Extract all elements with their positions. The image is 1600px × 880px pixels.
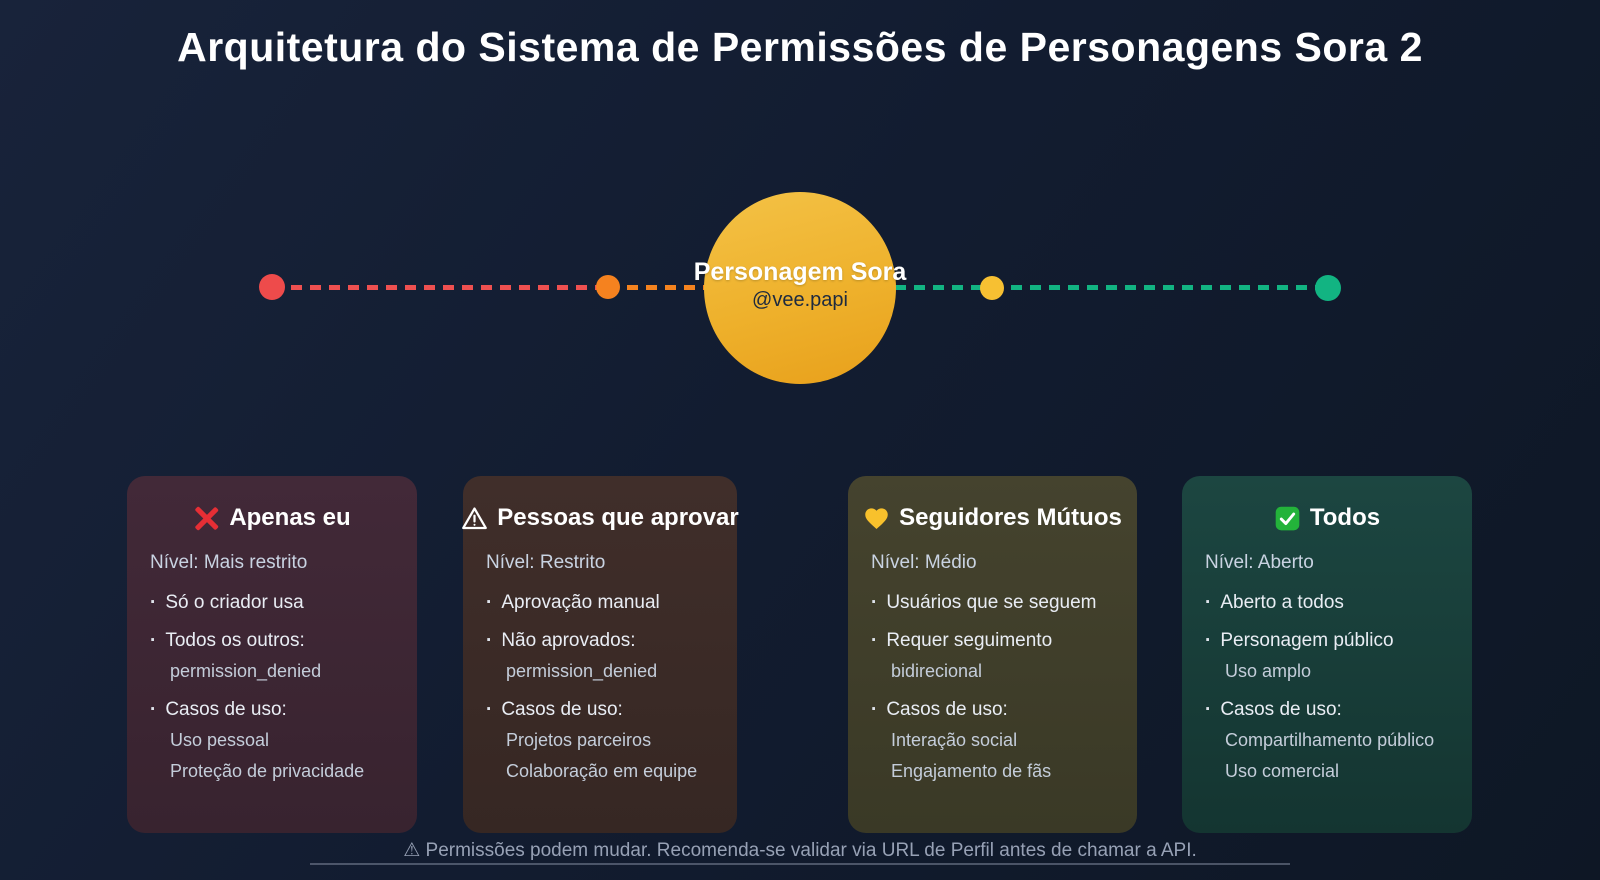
item-text: Não aprovados: [486, 625, 729, 656]
card-item: Casos de uso: Projetos parceirosColaboraç… [486, 694, 729, 787]
card-level: Nível: Médio [871, 552, 977, 573]
item-subtext: Uso comercial [1225, 761, 1340, 781]
card-level: Nível: Restrito [486, 552, 606, 573]
item-subtext: permission_denied [506, 661, 658, 681]
item-text: Casos de uso: [871, 694, 1129, 725]
card-title-text: Pessoas que aprovar [497, 504, 739, 531]
card-title: Pessoas que aprovar [462, 504, 739, 532]
central-character-node: Personagem Sora @vee.papi [694, 192, 906, 384]
card-item: Casos de uso: Interação socialEngajamento… [871, 694, 1129, 787]
item-subtext: Projetos parceiros [506, 730, 652, 750]
check-mark-icon [1274, 505, 1301, 532]
item-subtext: bidirecional [891, 661, 983, 681]
card-item: Só o criador usa [150, 587, 409, 618]
item-subtext: Proteção de privacidade [170, 761, 365, 781]
timeline-dot-pessoas-aprovadas [596, 275, 620, 299]
item-text: Casos de uso: [1205, 694, 1464, 725]
item-text: Casos de uso: [150, 694, 409, 725]
item-text: Usuários que se seguem [871, 587, 1129, 618]
card-item: Aberto a todos [1205, 587, 1464, 618]
timeline-segment-red [272, 285, 608, 290]
item-subtext: Uso pessoal [170, 730, 270, 750]
card-item: Não aprovados: permission_denied [486, 625, 729, 687]
item-text: Só o criador usa [150, 587, 409, 618]
card-item: Usuários que se seguem [871, 587, 1129, 618]
timeline-dot-todos [1315, 275, 1341, 301]
yellow-heart-icon [863, 505, 890, 532]
footer-disclaimer: ⚠ Permissões podem mudar. Recomenda-se v… [403, 840, 1197, 861]
item-subtext: Compartilhamento público [1225, 730, 1435, 750]
item-subtext: Engajamento de fãs [891, 761, 1052, 781]
card-level: Nível: Aberto [1205, 552, 1314, 573]
timeline-segment-green-right [992, 285, 1328, 290]
item-subtext: Interação social [891, 730, 1018, 750]
item-text: Aberto a todos [1205, 587, 1464, 618]
card-item: Casos de uso: Compartilhamento públicoUso… [1205, 694, 1464, 787]
item-text: Personagem público [1205, 625, 1464, 656]
timeline-dot-apenas-eu [259, 274, 285, 300]
card-level: Nível: Mais restrito [150, 552, 308, 573]
timeline-segment-green-left [800, 285, 992, 290]
item-subtext: permission_denied [170, 661, 322, 681]
item-text: Todos os outros: [150, 625, 409, 656]
item-subtext: Colaboração em equipe [506, 761, 698, 781]
card-item: Todos os outros: permission_denied [150, 625, 409, 687]
cross-mark-icon [193, 505, 220, 532]
page-title: Arquitetura do Sistema de Permissões de … [177, 24, 1423, 70]
card-title-text: Apenas eu [229, 504, 351, 531]
footer-divider [310, 863, 1290, 865]
permission-card-0: Apenas eu Nível: Mais restrito Só o criado… [127, 476, 417, 833]
item-text: Aprovação manual [486, 587, 729, 618]
character-name: Personagem Sora [693, 258, 907, 286]
item-text: Requer seguimento [871, 625, 1129, 656]
card-title-text: Todos [1309, 504, 1381, 531]
item-text: Casos de uso: [486, 694, 729, 725]
card-title: Todos [1188, 504, 1466, 532]
card-title: Apenas eu [133, 504, 411, 532]
card-title-text: Seguidores Mútuos [899, 504, 1122, 531]
item-subtext: Uso amplo [1225, 661, 1312, 681]
timeline-dot-seguidores-mutuos [980, 276, 1004, 300]
card-item: Requer seguimento bidirecional [871, 625, 1129, 687]
card-item: Aprovação manual [486, 587, 729, 618]
warning-icon [461, 505, 488, 532]
card-title: Seguidores Mútuos [854, 504, 1131, 532]
character-handle: @vee.papi [752, 289, 848, 311]
